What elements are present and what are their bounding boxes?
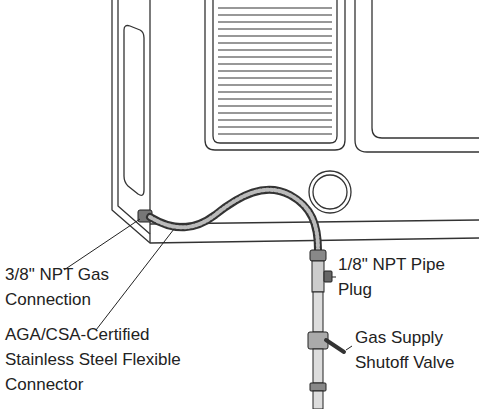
louver-slat: [218, 119, 332, 120]
louver-slat: [218, 49, 332, 50]
louver-slat: [218, 126, 332, 127]
flexible-connector-hose: [150, 190, 318, 250]
louver-slat: [218, 77, 332, 78]
louver-slat: [218, 7, 332, 8]
louver-slat: [218, 35, 332, 36]
louver-slat: [218, 63, 332, 64]
louver-slat: [218, 105, 332, 106]
louver-slat: [218, 21, 332, 22]
louver-slats: [218, 8, 332, 134]
louver-slat: [218, 133, 332, 134]
louver-slat: [218, 70, 332, 71]
callout-label: AGA/CSA-Certified Stainless Steel Flexib…: [5, 322, 217, 397]
back-panel: [355, 0, 479, 152]
exhaust-vent: [309, 171, 351, 213]
louver-slat: [218, 14, 332, 15]
louver-slat: [218, 91, 332, 92]
louver-slat: [218, 84, 332, 85]
louver-panel: [205, 0, 345, 150]
louver-slat: [218, 28, 332, 29]
louver-slat: [218, 56, 332, 57]
louver-slat: [218, 42, 332, 43]
callout-label: 1/8" NPT Pipe Plug: [338, 252, 470, 302]
louver-slat: [218, 112, 332, 113]
callout-label: Gas Supply Shutoff Valve: [355, 325, 475, 375]
callout-label: 3/8" NPT Gas Connection: [5, 262, 135, 312]
dryer-cabinet: [112, 0, 479, 243]
louver-slat: [218, 98, 332, 99]
